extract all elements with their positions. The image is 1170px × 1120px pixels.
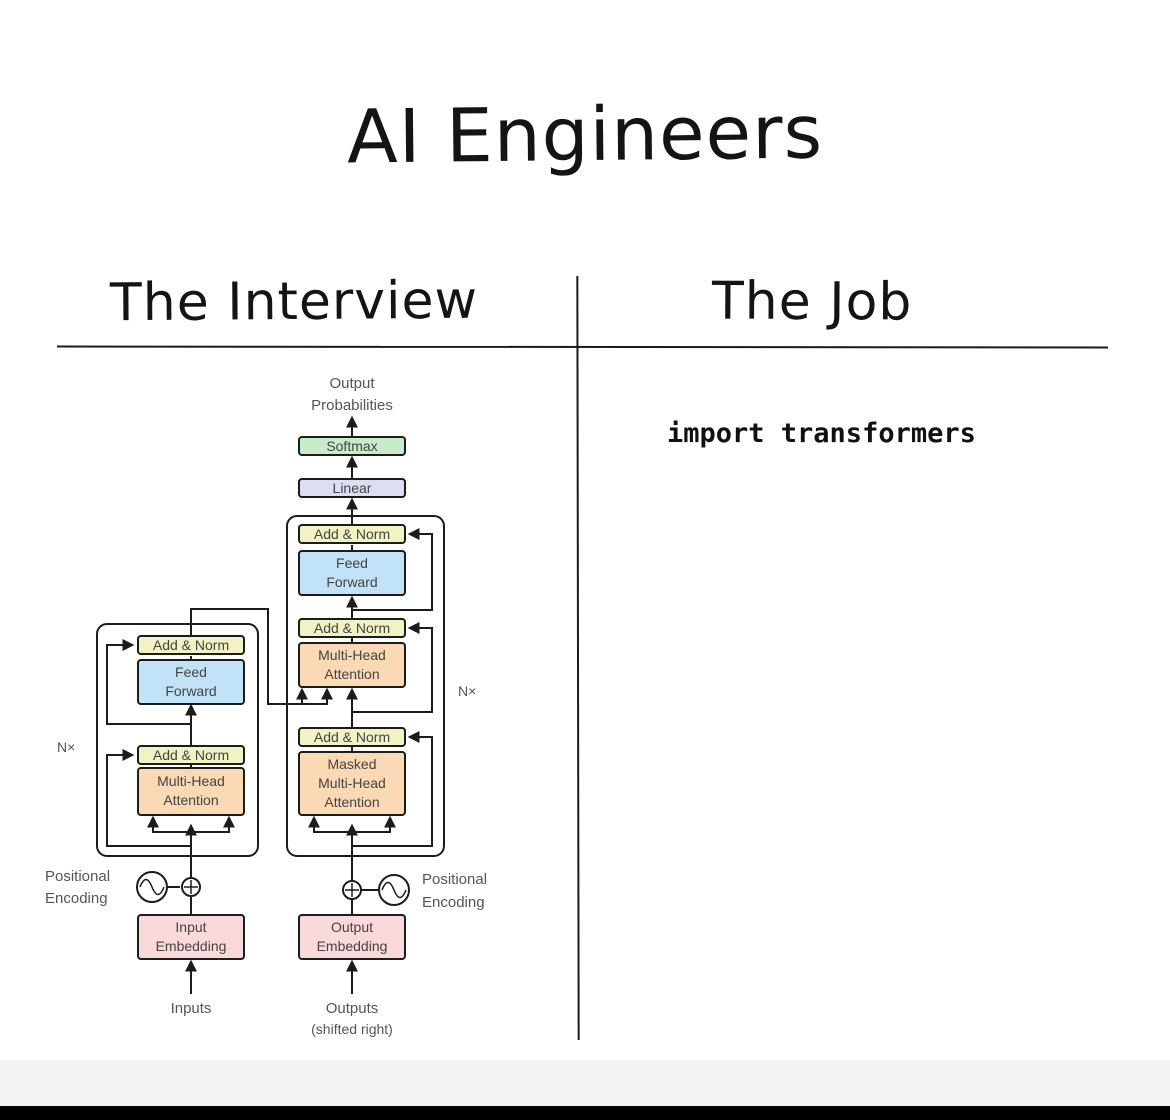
bottom-bar [0,1060,1170,1120]
encoder-nx-label: N× [57,739,75,755]
decoder-attention-label-2: Attention [324,666,379,682]
encoder-add-norm-2-label: Add & Norm [153,637,229,653]
input-embedding-label-2: Embedding [156,938,227,954]
decoder-add-norm-3-label: Add & Norm [314,526,390,542]
output-prob-label-1: Output [329,375,375,392]
decoder-pe-label-1: Positional [422,871,487,888]
input-embedding-label-1: Input [175,919,206,935]
encoder-pe-label-1: Positional [45,868,110,885]
decoder-frame [286,515,445,857]
inputs-label: Inputs [171,1000,212,1017]
decoder-pe-label-2: Encoding [422,894,485,911]
encoder-add-norm-1-label: Add & Norm [153,747,229,763]
masked-label-1: Masked [327,756,376,772]
decoder-ff-label-2: Forward [326,574,377,590]
outputs-label-1: Outputs [326,1000,379,1017]
encoder-pe-label-2: Encoding [45,890,108,907]
encoder-ff-label-1: Feed [175,664,207,680]
decoder-attention-label-1: Multi-Head [318,647,386,663]
encoder-attention-label-1: Multi-Head [157,773,225,789]
output-prob-label-2: Probabilities [311,397,393,414]
job-code-snippet: import transformers [667,418,976,449]
decoder-nx-label: N× [458,683,476,699]
linear-label: Linear [333,480,372,496]
decoder-add-norm-1-label: Add & Norm [314,729,390,745]
output-embedding-label-2: Embedding [317,938,388,954]
masked-label-2: Multi-Head [318,775,386,791]
decoder-add-norm-2-label: Add & Norm [314,620,390,636]
softmax-label: Softmax [326,438,377,454]
masked-label-3: Attention [324,794,379,810]
encoder-frame [96,623,259,857]
output-embedding-label-1: Output [331,919,373,935]
encoder-ff-label-2: Forward [165,683,216,699]
outputs-label-2: (shifted right) [311,1021,393,1037]
encoder-attention-label-2: Attention [163,792,218,808]
decoder-ff-label-1: Feed [336,555,368,571]
